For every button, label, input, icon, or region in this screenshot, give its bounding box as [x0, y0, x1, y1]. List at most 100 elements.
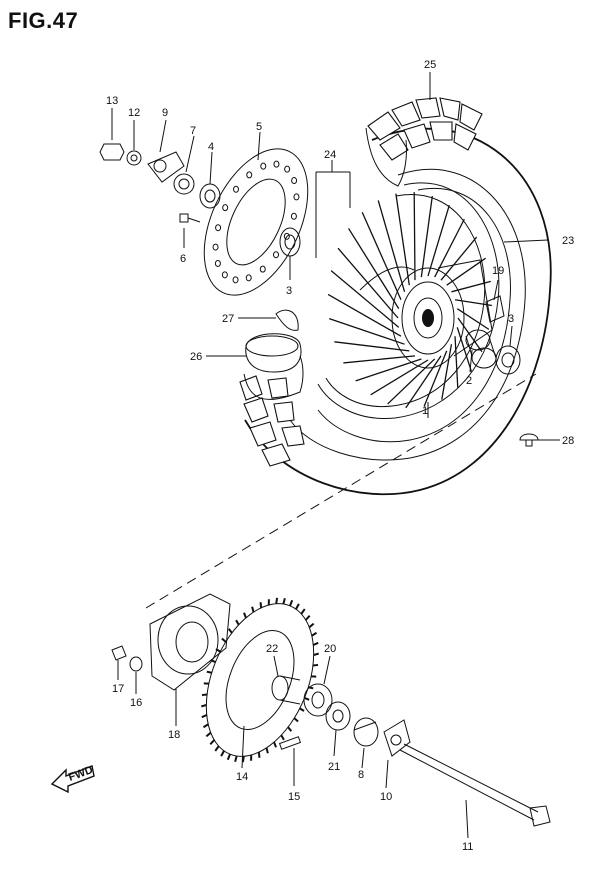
axle-11 — [399, 743, 551, 827]
callout-13: 13 — [106, 95, 118, 107]
callout-3-right: 3 — [508, 313, 514, 325]
callout-11: 11 — [462, 841, 473, 853]
sprocket-tooth — [282, 597, 286, 605]
sprocket-tooth — [280, 734, 285, 741]
spoke — [330, 270, 400, 328]
nut-13 — [99, 143, 125, 161]
sprocket-tooth — [206, 670, 212, 674]
sprocket-tooth — [220, 750, 225, 757]
assembly-link-line — [145, 373, 537, 609]
spacer-and-bearing-right — [465, 295, 521, 375]
spoke — [405, 355, 442, 409]
callout-8: 8 — [358, 769, 364, 781]
sprocket-tooth — [300, 608, 306, 615]
spoke — [387, 358, 436, 405]
sprocket-tooth — [241, 756, 245, 763]
callout-labels: 25 13 12 9 7 4 5 24 6 3 23 19 3 2 1 27 2… — [106, 59, 574, 853]
callout-19: 19 — [492, 265, 504, 277]
tire-tread-top — [367, 97, 483, 161]
sprocket-tooth — [243, 612, 247, 619]
washer-12 — [126, 150, 142, 166]
callout-25: 25 — [424, 59, 436, 71]
callout-2: 2 — [466, 375, 472, 387]
sprocket-tooth — [202, 723, 209, 729]
sprocket-tooth — [289, 599, 294, 607]
forward-arrow-icon — [50, 765, 95, 794]
sprocket-tooth — [200, 704, 207, 708]
sprocket-tooth — [295, 603, 300, 610]
sprocket-tooth — [312, 641, 319, 646]
disc-hole — [221, 271, 228, 279]
bolt-6 — [179, 213, 201, 223]
callout-17: 17 — [112, 683, 124, 695]
callout-15: 15 — [288, 791, 300, 803]
spoke — [454, 336, 459, 388]
sprocket-tooth — [299, 707, 305, 712]
sprocket-tooth — [234, 755, 238, 763]
disc-hole — [246, 171, 253, 179]
sprocket-tooth — [251, 606, 255, 613]
spacer-8 — [353, 717, 379, 747]
callout-24: 24 — [324, 149, 336, 161]
sprocket-tooth — [209, 739, 215, 745]
sprocket-tooth — [273, 741, 277, 748]
disc-hole — [291, 177, 298, 185]
tube-26 — [245, 333, 302, 373]
sprocket-tooth — [205, 731, 212, 738]
callout-21: 21 — [328, 761, 340, 773]
spoke — [327, 293, 402, 337]
callout-20: 20 — [324, 643, 336, 655]
callout-26: 26 — [190, 351, 202, 363]
callout-22: 22 — [266, 643, 278, 655]
callout-14: 14 — [236, 771, 248, 783]
spoke — [427, 205, 450, 277]
spoke — [456, 308, 490, 330]
sprocket-tooth — [259, 602, 263, 608]
sprocket-tooth — [221, 637, 227, 643]
leader-lines — [111, 72, 560, 839]
sprocket-tooth — [201, 693, 208, 697]
sprocket-tooth — [201, 714, 208, 719]
sprocket-tooth — [305, 615, 311, 621]
sprocket-tooth — [304, 697, 310, 701]
callout-23: 23 — [562, 235, 574, 247]
callout-6: 6 — [180, 253, 186, 265]
sprocket-tooth — [210, 659, 216, 663]
sprocket-tooth — [287, 726, 293, 732]
figure-title: FIG.47 — [8, 8, 79, 33]
sprocket-tooth — [275, 597, 279, 604]
spoke — [440, 236, 478, 281]
sprocket-hub-18 — [149, 593, 231, 691]
disc-hole — [290, 212, 297, 220]
callout-3-left: 3 — [286, 285, 292, 297]
wheel-hub — [359, 259, 493, 369]
adjuster-10 — [383, 719, 411, 757]
callout-4: 4 — [208, 141, 214, 153]
spoke — [457, 317, 483, 353]
rear-tire — [239, 97, 552, 496]
valve-cap-28 — [519, 433, 539, 447]
sprocket-tooth — [293, 717, 299, 723]
forward-direction-marker: FWD — [50, 764, 95, 794]
disc-hole — [272, 251, 279, 259]
spoke — [355, 358, 422, 382]
spoke — [329, 317, 405, 345]
spoke-24 — [315, 171, 351, 258]
plate-9 — [147, 151, 185, 183]
disc-hole — [212, 243, 219, 251]
seal-21 — [325, 701, 351, 731]
sprocket-tooth — [215, 648, 221, 653]
spoke — [441, 344, 453, 400]
callout-12: 12 — [128, 107, 140, 119]
disc-hole — [273, 160, 280, 168]
sprocket-tooth — [235, 619, 240, 626]
sprocket-tooth — [311, 631, 318, 637]
spoke — [434, 218, 465, 278]
collar-7 — [173, 173, 195, 195]
rear-sprocket-14 — [200, 597, 320, 763]
spoke — [423, 350, 448, 407]
disc-hole — [215, 224, 222, 232]
sprocket-tooth — [227, 628, 233, 634]
spoke — [370, 359, 429, 396]
disc-hole — [245, 274, 252, 282]
